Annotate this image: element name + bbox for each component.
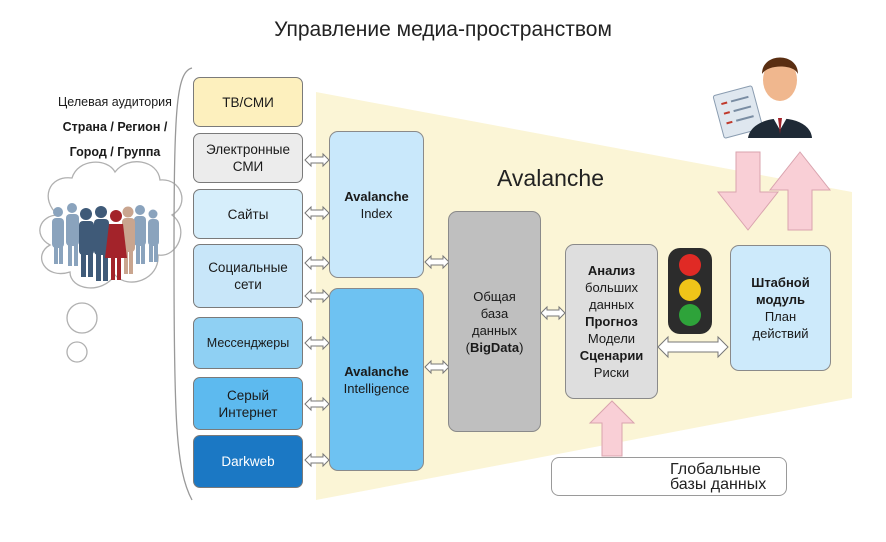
common-database-box: Общая база данных (BigData)	[448, 211, 541, 432]
avalanche-label: Avalanche	[497, 165, 604, 191]
index-title: Avalanche	[344, 188, 409, 204]
database-line4: (BigData)	[466, 339, 524, 356]
source-tv-media: ТВ/СМИ	[193, 77, 303, 127]
audience-line2: Страна / Регион /	[62, 120, 168, 134]
traffic-light-icon	[668, 248, 712, 334]
source-label: Мессенджеры	[206, 335, 290, 350]
intelligence-title: Avalanche	[344, 363, 409, 379]
analysis-line4: Прогноз	[585, 314, 638, 329]
pink-arrows	[588, 151, 832, 457]
index-subtitle: Index	[360, 205, 393, 221]
database-line2: база	[480, 305, 509, 321]
global-db-line1: Глобальные	[670, 461, 761, 478]
database-line3: данных	[471, 322, 518, 338]
source-label: Сайты	[227, 206, 269, 222]
source-darkweb: Darkweb	[193, 435, 303, 488]
database-line1: Общая	[473, 288, 516, 304]
source-label: Серый	[226, 387, 269, 403]
intelligence-subtitle: Intelligence	[343, 380, 410, 396]
hq-module-box: Штабной модуль План действий	[730, 245, 831, 371]
paren-close: )	[519, 339, 524, 355]
source-messengers: Мессенджеры	[193, 317, 303, 369]
source-label-line2: СМИ	[232, 159, 264, 174]
analysis-line3: данных	[588, 297, 635, 312]
hq-line2: модуль	[756, 292, 805, 307]
source-sites: Сайты	[193, 189, 303, 239]
analysis-line2: больших	[585, 280, 638, 295]
analysis-line6: Сценарии	[579, 348, 644, 363]
manager-icon	[712, 57, 812, 139]
paren-open: (	[465, 339, 470, 355]
hq-line1: Штабной	[751, 275, 810, 290]
source-label: Darkweb	[221, 454, 275, 469]
avalanche-intelligence-box: Avalanche Intelligence	[329, 288, 424, 471]
people-crowd-icon	[52, 203, 159, 281]
source-label-line2: сети	[234, 277, 262, 292]
target-audience-label: Целевая аудитория Страна / Регион / Горо…	[40, 90, 190, 165]
audience-line1: Целевая аудитория	[58, 95, 172, 109]
audience-bracket	[173, 67, 193, 501]
analysis-line1: Анализ	[587, 263, 636, 278]
analysis-box: Анализ больших данных Прогноз Модели Сце…	[565, 244, 658, 399]
source-link-arrows	[304, 152, 729, 468]
source-label: ТВ/СМИ	[222, 94, 274, 110]
source-label: Электронные	[205, 142, 291, 157]
hq-line3: План	[764, 309, 797, 324]
hq-line4: действий	[752, 326, 809, 341]
analysis-line7: Риски	[593, 365, 630, 380]
page-title: Управление медиа-пространством	[274, 18, 612, 41]
source-grey-internet: Серый Интернет	[193, 377, 303, 430]
source-social-networks: Социальные сети	[193, 244, 303, 308]
source-label-line2: Интернет	[218, 404, 278, 420]
analysis-line5: Модели	[587, 331, 636, 346]
bigdata-label: BigData	[469, 339, 520, 355]
global-databases-label: Глобальные базы данных	[670, 461, 767, 493]
source-label: Социальные	[208, 260, 288, 275]
audience-line3: Город / Группа	[69, 145, 161, 159]
source-electronic-media: Электронные СМИ	[193, 133, 303, 183]
global-db-line2: базы данных	[670, 476, 767, 493]
avalanche-index-box: Avalanche Index	[329, 131, 424, 278]
global-databases-box	[551, 457, 787, 496]
